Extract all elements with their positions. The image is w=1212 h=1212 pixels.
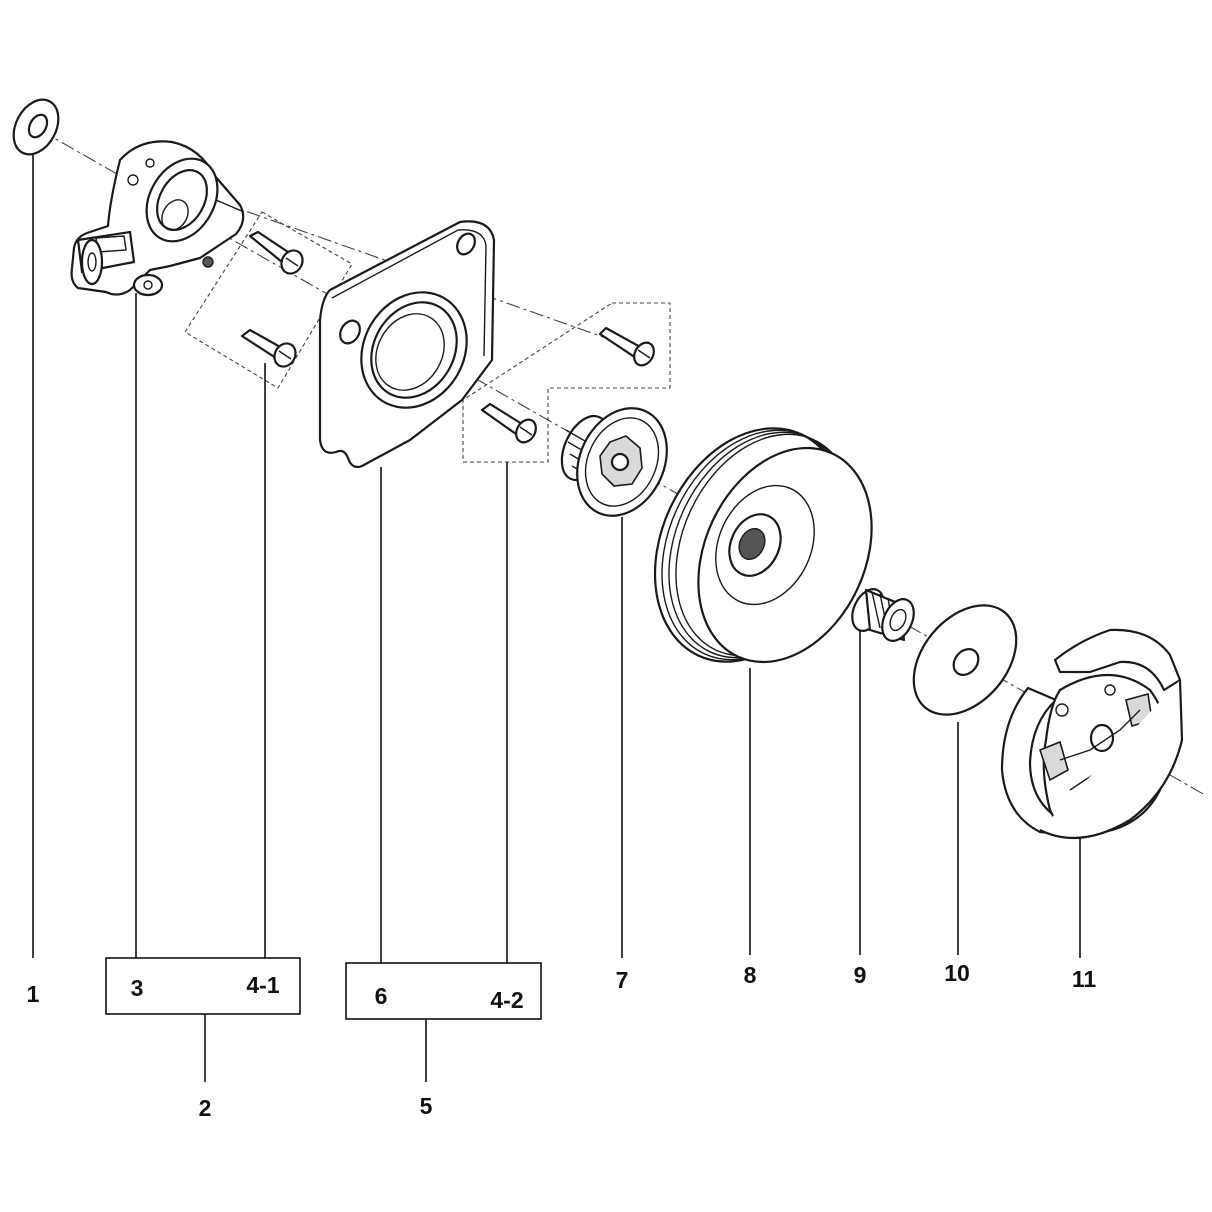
group-box-2 [105, 957, 301, 1015]
label-11: 11 [1072, 966, 1097, 992]
label-8: 8 [744, 962, 757, 988]
part-10-washer[interactable] [893, 586, 1037, 735]
part-8-clutch-drum[interactable] [619, 397, 905, 693]
bolt-4-1-lower[interactable] [240, 328, 300, 370]
label-2: 2 [199, 1095, 212, 1121]
label-4-2: 4-2 [490, 987, 523, 1013]
group-4-1-outline [184, 211, 353, 389]
label-4-1: 4-1 [246, 972, 279, 998]
label-6: 6 [375, 983, 388, 1009]
label-3: 3 [131, 975, 144, 1001]
part-11-clutch[interactable] [1000, 628, 1184, 840]
label-7: 7 [616, 967, 629, 993]
part-7-sprocket[interactable] [553, 393, 684, 530]
label-10: 10 [944, 960, 970, 986]
part-3-pump-housing[interactable] [70, 140, 245, 297]
bolt-4-2-upper[interactable] [598, 326, 658, 369]
part-6-bearing-plate[interactable] [318, 220, 496, 469]
part-9-needle-bearing[interactable] [846, 584, 920, 646]
part-1-washer[interactable] [5, 92, 68, 162]
group-4-2-outline [462, 302, 671, 463]
group-box-5 [345, 962, 542, 1020]
label-9: 9 [854, 962, 867, 988]
bolt-4-2-lower[interactable] [480, 402, 540, 446]
bolt-4-1-upper[interactable] [248, 230, 307, 277]
label-1: 1 [27, 981, 40, 1007]
label-5: 5 [420, 1093, 433, 1119]
